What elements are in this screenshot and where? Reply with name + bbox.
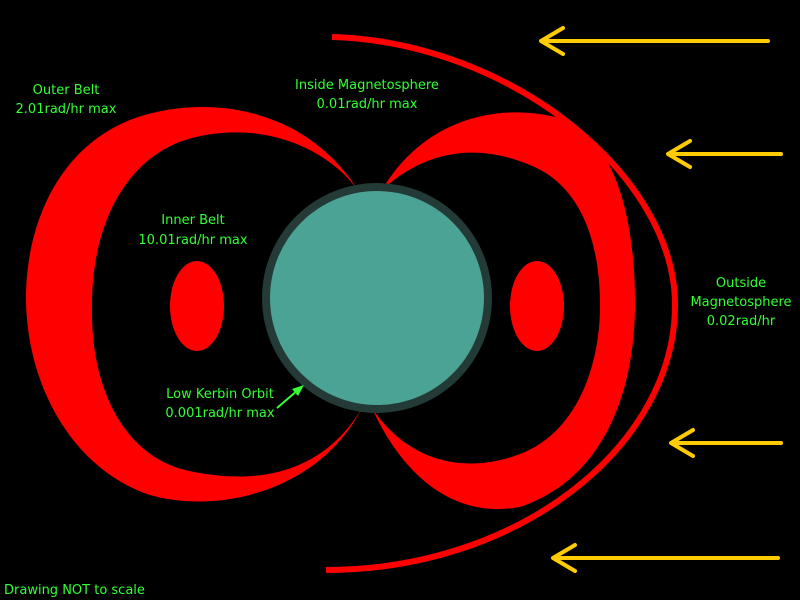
solar-wind-arrow-icon	[551, 543, 780, 573]
pointer-arrow-icon	[276, 385, 304, 409]
outer-belt-name: Outer Belt	[33, 83, 100, 98]
planet-icon	[262, 183, 492, 413]
outside-magnetosphere-value: 0.02rad/hr	[707, 314, 776, 329]
solar-wind-arrow-icon	[666, 139, 783, 169]
inner-belt-value: 10.01rad/hr max	[138, 233, 248, 248]
outside-magnetosphere-name-line2: Magnetosphere	[690, 295, 791, 310]
outer-belt-left	[25, 107, 363, 502]
low-orbit-name: Low Kerbin Orbit	[166, 387, 274, 402]
footnote: Drawing NOT to scale	[4, 583, 145, 598]
outer-belt-value: 2.01rad/hr max	[16, 102, 117, 117]
magnetopause-arc	[325, 34, 679, 573]
low-orbit-value: 0.001rad/hr max	[165, 406, 275, 421]
solar-wind-arrow-icon	[539, 26, 770, 56]
solar-wind-arrow-icon	[669, 428, 783, 458]
inner-belt-left	[170, 261, 224, 351]
inner-belt-name: Inner Belt	[161, 213, 224, 228]
inside-magnetosphere-name: Inside Magnetosphere	[295, 78, 439, 93]
outside-magnetosphere-name-line1: Outside	[716, 276, 766, 291]
planet-body	[270, 191, 484, 405]
inner-belt-right	[510, 261, 564, 351]
inside-magnetosphere-value: 0.01rad/hr max	[317, 97, 418, 112]
